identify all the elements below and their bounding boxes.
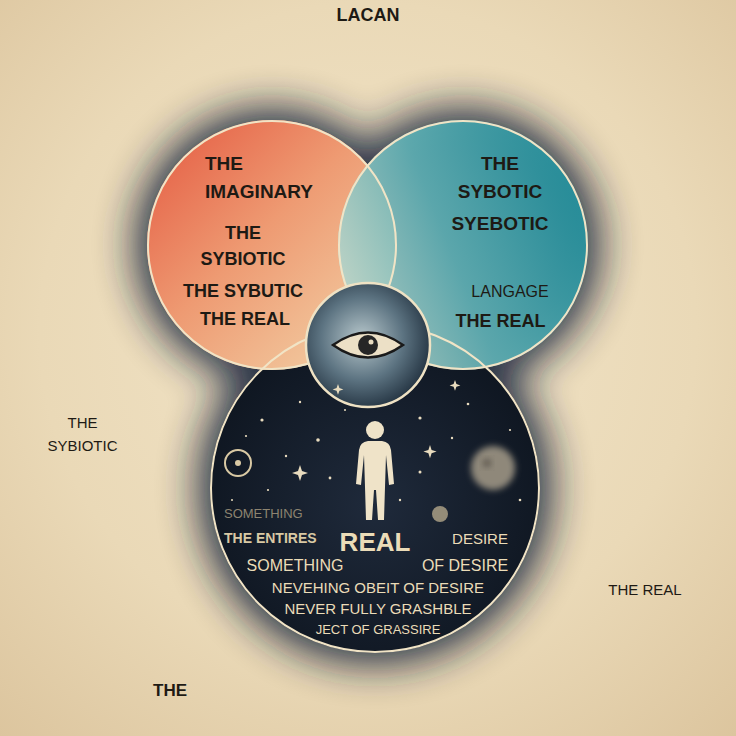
free-label: THE REAL: [595, 580, 695, 600]
circle-text-slot: THE SYBIOTIC: [183, 220, 303, 272]
ring-icon: [225, 450, 251, 476]
circle-text: SYEBOTIC: [445, 212, 555, 237]
ring-dot: [235, 460, 241, 466]
circle-text-slot: SOMETHING: [235, 556, 355, 575]
circle-text: NEVEHING OBEIT OF DESIRE: [256, 579, 500, 597]
circle-text-slot: JECT OF GRASSIRE: [296, 622, 460, 638]
circle-text: THE ENTIRES: [224, 530, 324, 547]
iris: [358, 335, 378, 355]
circle-text-slot: NEVEHING OBEIT OF DESIRE: [256, 579, 500, 597]
circle-text: OF DESIRE: [410, 556, 520, 575]
eye-circle: [306, 283, 430, 407]
free-label-slot: THE: [140, 680, 200, 702]
diagram-title: LACAN: [318, 4, 418, 27]
circle-text: SOMETHING: [224, 506, 319, 522]
circle-text: THE REAL: [448, 310, 553, 333]
circle-text-slot: THE ENTIRES: [224, 530, 324, 547]
eye: [333, 333, 403, 358]
circle-text: THE SYBOTIC: [445, 150, 555, 205]
human-figure: [356, 421, 394, 520]
free-label-slot: THE SYBIOTIC: [35, 412, 130, 457]
circle-text: THE REAL: [190, 308, 300, 331]
circle-text-slot: THE IMAGINARY: [205, 150, 327, 205]
circle-text-slot: THE REAL: [190, 308, 300, 331]
circle-text: NEVER FULLY GRASHBLE: [270, 600, 486, 618]
circle-text: THE SYBUTIC: [178, 280, 308, 303]
circle-text-slot: DESIRE: [440, 530, 520, 548]
free-label: THE SYBIOTIC: [35, 412, 130, 457]
circle-text: REAL: [333, 528, 417, 557]
circle-text: SOMETHING: [235, 556, 355, 575]
dark-halo: [135, 108, 600, 665]
circle-text-slot: REAL: [333, 528, 417, 557]
circle-text: JECT OF GRASSIRE: [296, 622, 460, 638]
stars: [231, 380, 521, 501]
diagram-title-slot: LACAN: [318, 4, 418, 27]
circle-text-slot: OF DESIRE: [410, 556, 520, 575]
free-label-slot: THE REAL: [595, 580, 695, 600]
circle-text: THE IMAGINARY: [205, 150, 327, 205]
circle-text-slot: THE SYBOTIC: [445, 150, 555, 205]
circle-text-slot: NEVER FULLY GRASHBLE: [270, 600, 486, 618]
circle-text-slot: SOMETHING: [224, 506, 319, 522]
free-label: THE: [140, 680, 200, 702]
face-shade: [483, 459, 491, 467]
circle-text: LANGAGE: [455, 282, 565, 303]
circle-text-slot: SYEBOTIC: [445, 212, 555, 237]
circle-text-slot: THE SYBUTIC: [178, 280, 308, 303]
eye-glint: [369, 340, 374, 345]
small-blob: [432, 506, 448, 522]
circle-text-slot: LANGAGE: [455, 282, 565, 303]
circle-text: DESIRE: [440, 530, 520, 548]
blurred-face: [471, 446, 515, 490]
circle-text-slot: THE REAL: [448, 310, 553, 333]
circle-text: THE SYBIOTIC: [183, 220, 303, 272]
